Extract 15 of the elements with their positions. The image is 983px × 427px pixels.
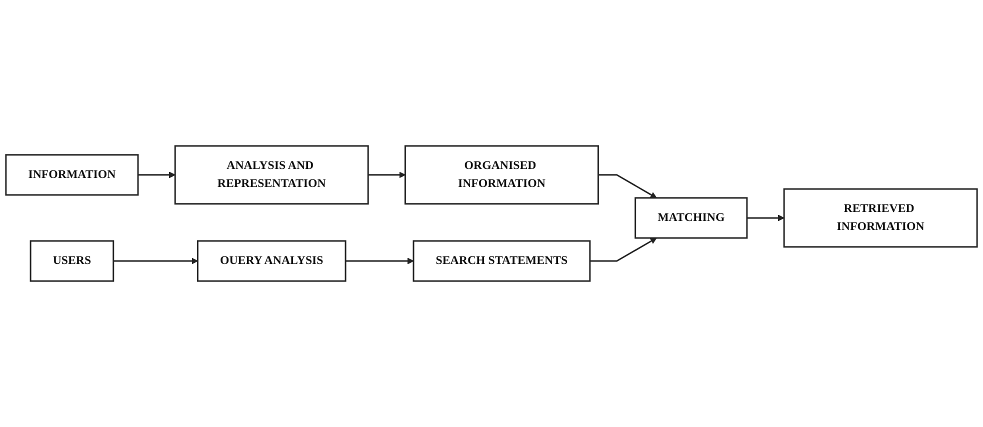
arrow bbox=[598, 174, 657, 198]
node-box: RETRIEVED INFORMATION bbox=[783, 188, 978, 248]
node-box: ORGANISED INFORMATION bbox=[404, 145, 599, 205]
arrow bbox=[590, 238, 657, 262]
arrow bbox=[113, 258, 198, 264]
node-box: USERS bbox=[30, 240, 114, 282]
node-box: SEARCH STATEMENTS bbox=[412, 240, 591, 282]
arrow bbox=[346, 258, 414, 264]
node-box: OUERY ANALYSIS bbox=[196, 240, 346, 282]
arrow bbox=[368, 172, 406, 178]
arrow bbox=[746, 214, 784, 222]
node-box: ANALYSIS AND REPRESENTATION bbox=[174, 145, 369, 205]
node-box: MATCHING bbox=[634, 197, 748, 239]
arrow bbox=[138, 172, 176, 178]
node-box: INFORMATION bbox=[5, 154, 139, 196]
